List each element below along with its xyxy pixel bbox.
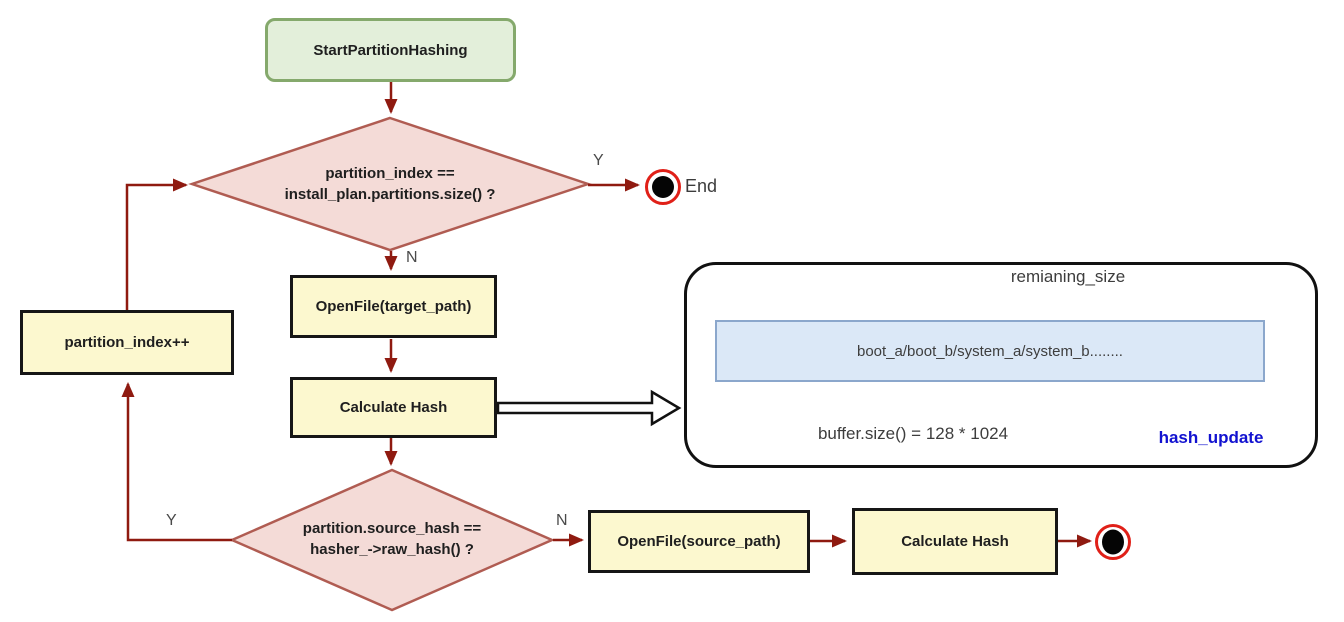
start-node: StartPartitionHashing (265, 18, 516, 82)
decision1-no-label: N (406, 249, 418, 266)
partition-increment-node: partition_index++ (20, 310, 234, 375)
open-target-path-node: OpenFile(target_path) (290, 275, 497, 338)
decision2-label-line2: hasher_->raw_hash() ? (310, 541, 474, 558)
remaining-size-label: remianing_size (1010, 267, 1126, 286)
calculate-hash-node-2: Calculate Hash (852, 508, 1058, 575)
decision-diamond-source-hash (228, 468, 556, 612)
partition-buffer-bar: boot_a/boot_b/system_a/system_b........ (715, 320, 1265, 382)
end-state-dot-1 (652, 176, 674, 198)
decision-diamond-partition-index (188, 116, 592, 252)
calculate-hash-node-1: Calculate Hash (290, 377, 497, 438)
decision1-label-line2: install_plan.partitions.size() ? (284, 186, 496, 203)
end-state-dot-2 (1102, 529, 1124, 555)
decision2-label-line1: partition.source_hash == (302, 520, 482, 537)
open-source-path-node: OpenFile(source_path) (588, 510, 810, 573)
decision2-yes-label: Y (166, 512, 177, 529)
hash-update-label: hash_update (1158, 428, 1264, 447)
edge-decision2-yes-to-increment (121, 382, 232, 542)
decision1-label: partition_index == install_plan.partitio… (222, 163, 558, 205)
decision2-label: partition.source_hash == hasher_->raw_ha… (242, 518, 542, 560)
end-label: End (685, 176, 718, 196)
block-arrow-calc-hash-to-callout (496, 389, 682, 427)
buffer-size-label: buffer.size() = 128 * 1024 (817, 424, 1009, 443)
decision1-yes-label: Y (593, 152, 604, 169)
decision2-no-label: N (556, 512, 568, 529)
decision1-label-line1: partition_index == (325, 165, 455, 182)
edge-increment-to-decision1 (125, 178, 188, 310)
